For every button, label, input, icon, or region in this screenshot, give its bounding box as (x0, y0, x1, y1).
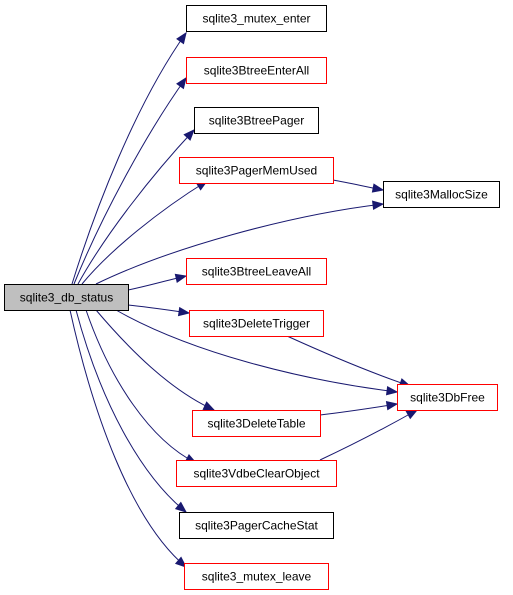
node-delete-trigger-box (189, 310, 324, 337)
node-btree-leave-all-box (186, 258, 327, 285)
node-delete-table-box (192, 410, 321, 437)
edge-root-to-delete-table-line (95, 309, 215, 411)
edge-root-to-btree-enter-all-arrowhead (176, 76, 187, 90)
edge-root-to-vdbe-clear-object-line (85, 309, 197, 464)
edge-root-to-db-free-line (115, 309, 398, 393)
edge-root-to-delete-trigger (127, 304, 191, 317)
edge-delete-trigger-to-db-free-line (286, 335, 411, 387)
edge-root-to-btree-pager-arrowhead (183, 129, 195, 141)
node-pager-cache-stat-box (179, 512, 334, 539)
node-mutex-enter[interactable]: sqlite3_mutex_enter (186, 5, 327, 32)
node-btree-enter-all-label: sqlite3BtreeEnterAll (204, 64, 309, 78)
node-pager-mem-used-label: sqlite3PagerMemUsed (196, 164, 317, 178)
edge-root-to-btree-pager (77, 129, 195, 285)
edge-root-to-pager-cache-stat-line (75, 309, 187, 513)
edge-root-to-btree-leave-all (127, 273, 188, 291)
edge-root-to-delete-trigger-arrowhead (177, 306, 191, 317)
node-mutex-enter-label: sqlite3_mutex_enter (202, 12, 310, 26)
node-btree-enter-all[interactable]: sqlite3BtreeEnterAll (186, 57, 327, 84)
node-pager-cache-stat[interactable]: sqlite3PagerCacheStat (179, 512, 334, 539)
edge-root-to-btree-enter-all (73, 76, 187, 285)
edge-root-to-btree-enter-all-line (73, 77, 187, 285)
edge-root-to-mutex-leave-line (69, 309, 187, 568)
node-db-free[interactable]: sqlite3DbFree (397, 384, 498, 411)
node-btree-pager[interactable]: sqlite3BtreePager (194, 107, 319, 134)
node-btree-leave-all-label: sqlite3BtreeLeaveAll (202, 265, 311, 279)
edge-root-to-mutex-enter-line (71, 32, 187, 285)
node-delete-trigger-label: sqlite3DeleteTrigger (203, 317, 310, 331)
node-btree-pager-label: sqlite3BtreePager (209, 114, 304, 128)
node-btree-leave-all[interactable]: sqlite3BtreeLeaveAll (186, 258, 327, 285)
edge-root-to-db-free (115, 309, 399, 396)
node-malloc-size-box (383, 181, 500, 208)
node-vdbe-clear-object[interactable]: sqlite3VdbeClearObject (176, 460, 337, 487)
node-btree-enter-all-box (186, 57, 327, 84)
edge-root-to-btree-leave-all-arrowhead (174, 273, 188, 283)
edge-root-to-db-free-arrowhead (385, 385, 399, 396)
node-db-free-label: sqlite3DbFree (410, 391, 485, 405)
edge-root-to-vdbe-clear-object (85, 309, 198, 464)
node-root[interactable]: sqlite3_db_status (4, 284, 129, 311)
edge-vdbe-clear-object-to-db-free (319, 409, 419, 461)
edge-pager-mem-used-to-malloc-size-arrowhead (371, 183, 385, 193)
edge-root-to-delete-table (95, 309, 216, 411)
edge-root-to-pager-mem-used-line (81, 180, 208, 285)
node-root-box (4, 284, 129, 311)
edge-vdbe-clear-object-to-db-free-arrowhead (405, 409, 419, 420)
edge-delete-trigger-to-db-free (286, 335, 412, 388)
node-mutex-enter-box (186, 5, 327, 32)
call-edges (69, 31, 419, 568)
node-root-label: sqlite3_db_status (20, 291, 113, 305)
edge-delete-table-to-db-free-line (319, 403, 398, 416)
edge-root-to-delete-table-arrowhead (202, 401, 216, 411)
node-delete-table-label: sqlite3DeleteTable (207, 417, 305, 431)
edge-root-to-malloc-size-line (95, 203, 384, 285)
edge-root-to-pager-cache-stat-arrowhead (174, 501, 188, 513)
node-vdbe-clear-object-label: sqlite3VdbeClearObject (193, 467, 320, 481)
node-malloc-size-label: sqlite3MallocSize (395, 188, 488, 202)
node-mutex-leave-box (184, 563, 329, 590)
edge-root-to-mutex-leave (69, 309, 188, 568)
node-db-free-box (397, 384, 498, 411)
edge-delete-table-to-db-free (319, 400, 399, 416)
edge-root-to-mutex-enter (71, 31, 187, 285)
node-delete-trigger[interactable]: sqlite3DeleteTrigger (189, 310, 324, 337)
edge-root-to-mutex-enter-arrowhead (176, 31, 187, 45)
node-vdbe-clear-object-box (176, 460, 337, 487)
node-pager-mem-used[interactable]: sqlite3PagerMemUsed (179, 157, 334, 184)
function-nodes: sqlite3_db_status sqlite3_mutex_entersqli… (4, 5, 500, 590)
edge-root-to-pager-cache-stat (75, 309, 188, 513)
edge-root-to-malloc-size (95, 200, 385, 285)
node-malloc-size[interactable]: sqlite3MallocSize (383, 181, 500, 208)
node-pager-mem-used-box (179, 157, 334, 184)
edge-pager-mem-used-to-malloc-size (332, 179, 385, 193)
edge-root-to-malloc-size-arrowhead (372, 200, 385, 210)
node-mutex-leave-label: sqlite3_mutex_leave (202, 570, 312, 584)
node-btree-pager-box (194, 107, 319, 134)
node-pager-cache-stat-label: sqlite3PagerCacheStat (195, 519, 318, 533)
edge-delete-table-to-db-free-arrowhead (385, 400, 399, 411)
edge-root-to-mutex-leave-arrowhead (174, 556, 188, 568)
node-delete-table[interactable]: sqlite3DeleteTable (192, 410, 321, 437)
edge-root-to-btree-pager-line (77, 129, 195, 285)
edge-vdbe-clear-object-to-db-free-line (319, 409, 418, 461)
node-mutex-leave[interactable]: sqlite3_mutex_leave (184, 563, 329, 590)
